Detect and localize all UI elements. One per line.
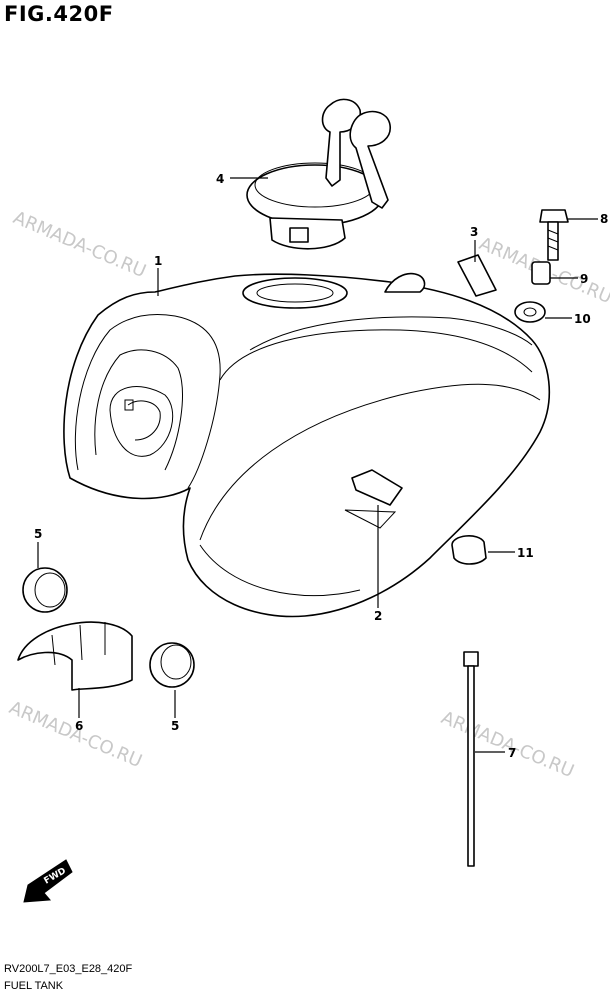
cushion: [514, 301, 546, 323]
fwd-arrow-icon: FWD: [23, 859, 73, 903]
figure-title: FIG.420F: [4, 2, 114, 26]
callout-6: 6: [75, 719, 83, 733]
callouts: 1 2 3 4 5 5 6 7 8 9 10 11: [34, 172, 608, 760]
fuel-cap: [246, 162, 384, 250]
bolt: [539, 209, 569, 261]
collar: [531, 261, 551, 285]
rubber-pad: [457, 254, 497, 297]
callout-9: 9: [580, 272, 588, 286]
watermark: ARMADA-CO.RU: [6, 697, 145, 772]
callout-1: 1: [154, 254, 162, 268]
cushion-left: [22, 567, 68, 613]
figure-code: RV200L7_E03_E28_420F: [4, 963, 133, 975]
callout-11: 11: [517, 546, 534, 560]
watermark: ARMADA-CO.RU: [10, 207, 149, 282]
cable-tie: [463, 651, 479, 867]
callout-5b: 5: [171, 719, 179, 733]
watermark: ARMADA-CO.RU: [438, 707, 577, 782]
leader-lines: [37, 177, 598, 753]
cushion-right: [149, 642, 195, 688]
callout-7: 7: [508, 746, 516, 760]
callout-2: 2: [374, 609, 382, 623]
saddle-cushion: [17, 621, 133, 691]
fuel-tank: [63, 272, 551, 618]
callout-5a: 5: [34, 527, 42, 541]
figure-name: FUEL TANK: [4, 980, 64, 992]
callout-3: 3: [470, 225, 478, 239]
tank-cushion: [451, 535, 487, 565]
ignition-keys: [321, 98, 391, 209]
callout-4: 4: [216, 172, 224, 186]
callout-10: 10: [574, 312, 591, 326]
callout-8: 8: [600, 212, 608, 226]
